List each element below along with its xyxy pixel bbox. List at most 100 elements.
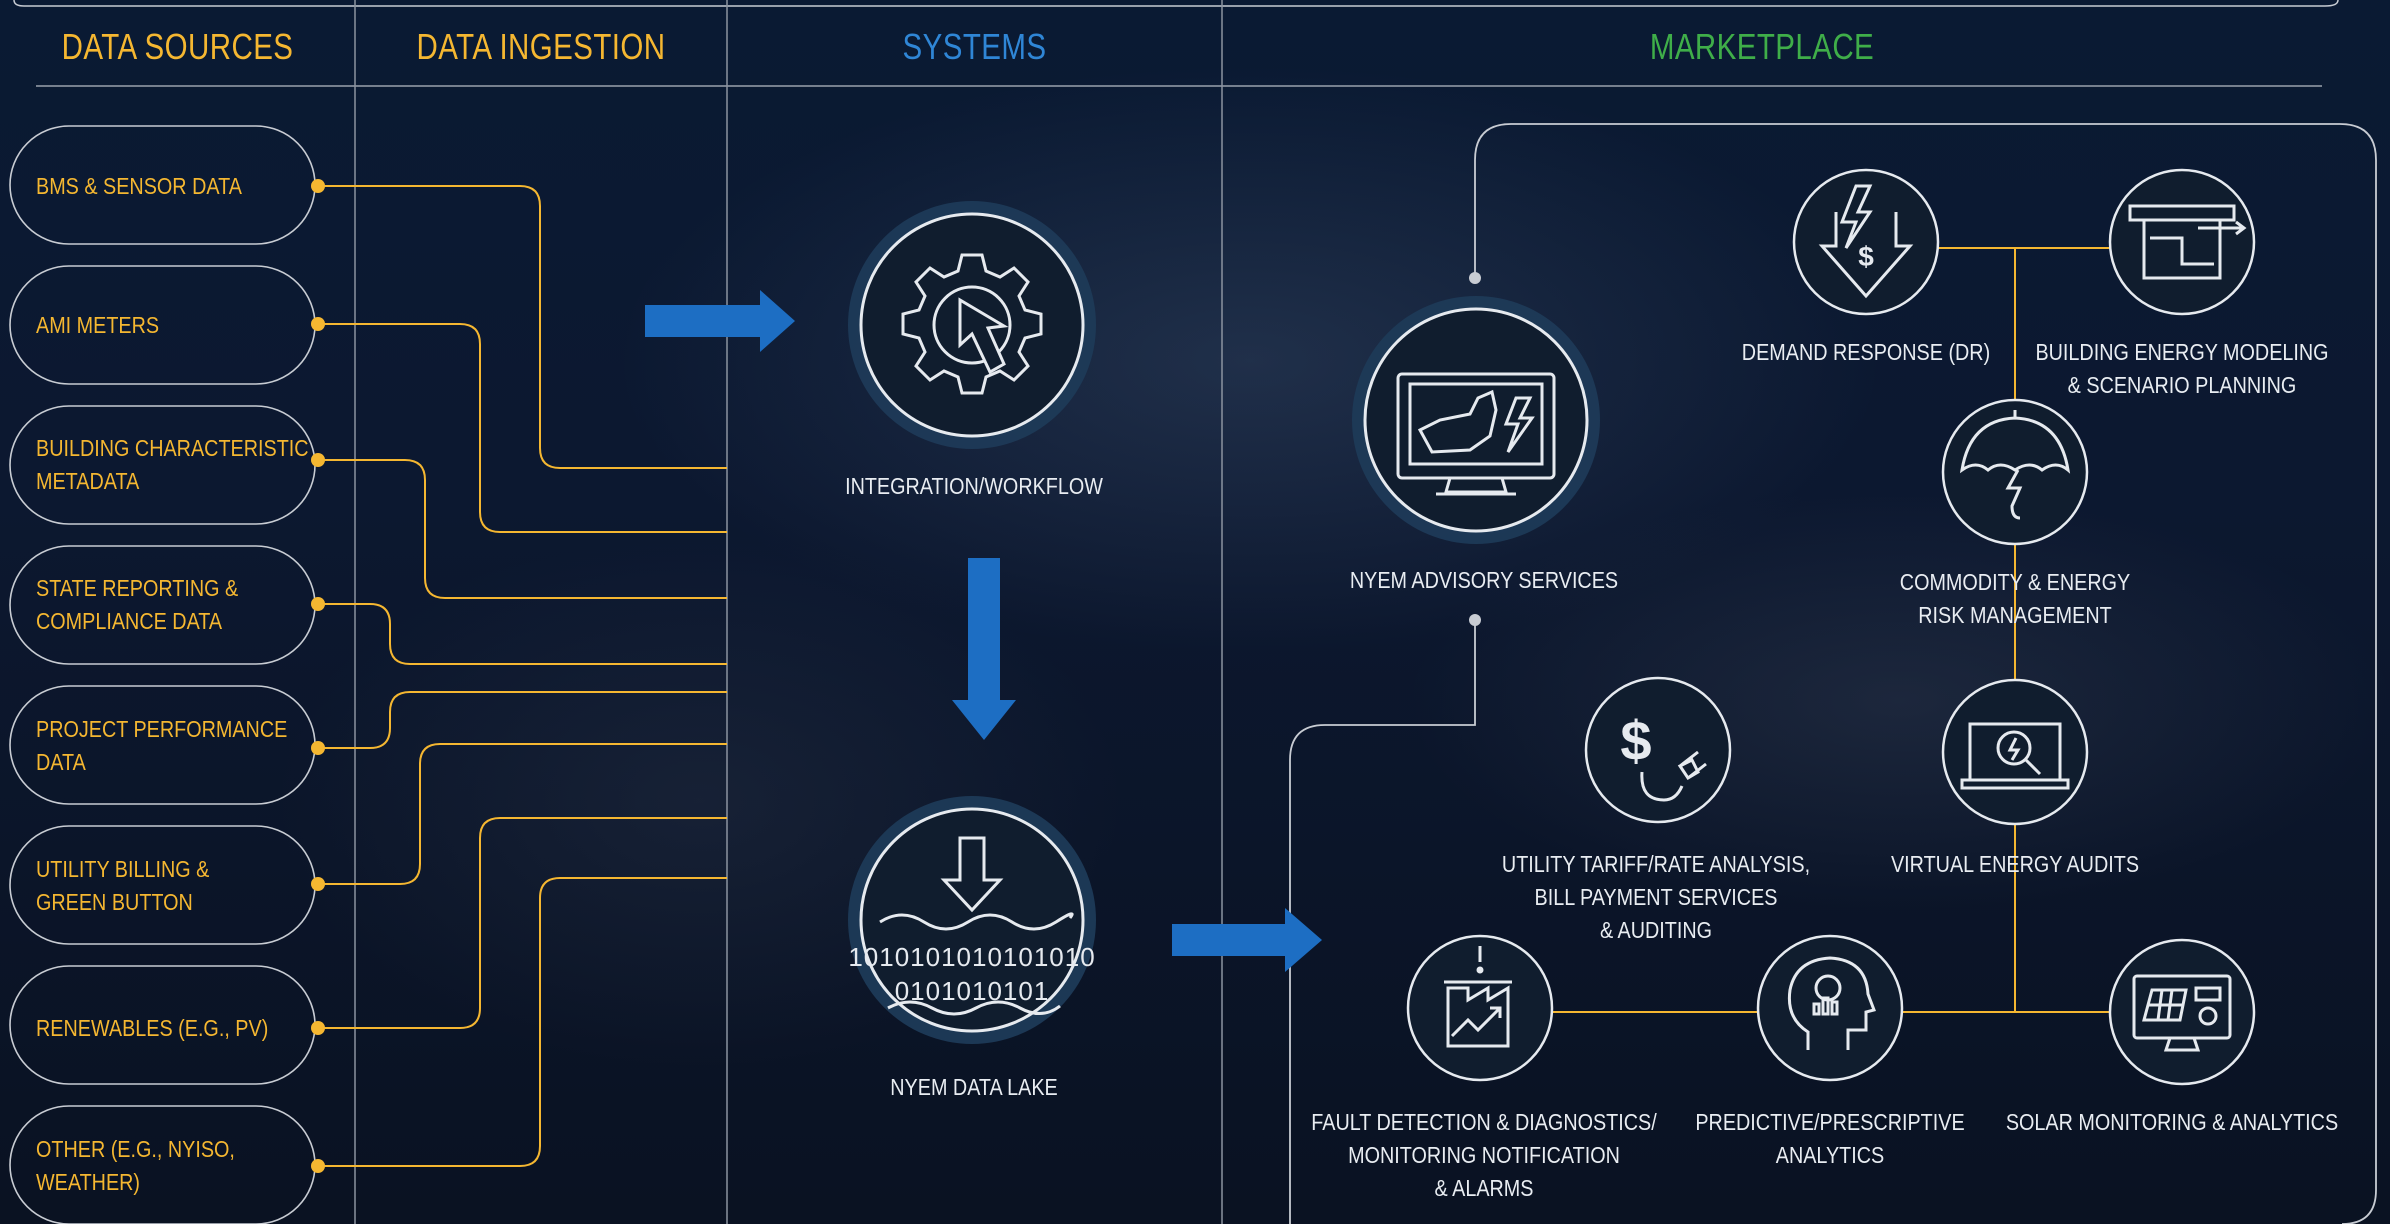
energy-modeling-node[interactable] (2108, 168, 2256, 316)
predictive-label-line: ANALYTICS (1775, 1142, 1885, 1168)
ingestion-line (318, 323, 727, 533)
source-label-line: AMI METERS (36, 312, 160, 338)
building-model-icon (2128, 204, 2247, 280)
connector-dot (311, 877, 325, 891)
commodity-node[interactable] (1941, 398, 2089, 546)
solar-node[interactable] (2108, 938, 2256, 1086)
binary-line: 0101010101 (895, 976, 1050, 1006)
connector-dot (1469, 272, 1481, 284)
source-label-line: STATE REPORTING & (36, 575, 239, 601)
connector-dot (1469, 614, 1481, 626)
fault-label: FAULT DETECTION & DIAGNOSTICS/ MONITORIN… (1311, 1106, 1656, 1205)
virtual-audits-label: VIRTUAL ENERGY AUDITS (1890, 851, 2140, 877)
ingestion-line (318, 459, 727, 599)
solar-label: SOLAR MONITORING & ANALYTICS (2005, 1109, 2339, 1135)
source-label-utility: UTILITY BILLING & GREEN BUTTON (36, 853, 209, 919)
ingestion-line (318, 877, 727, 1167)
source-label-line: METADATA (36, 468, 140, 494)
ingestion-line (318, 817, 727, 1029)
source-label-line: GREEN BUTTON (36, 889, 193, 915)
energy-modeling-label-line: & SCENARIO PLANNING (2067, 372, 2297, 398)
data-lake-label: NYEM DATA LAKE (890, 1074, 1058, 1100)
advisory-node[interactable] (1352, 296, 1600, 544)
connector-dot (311, 597, 325, 611)
source-label-other: OTHER (E.G., NYISO, WEATHER) (36, 1133, 235, 1199)
ingestion-line (318, 691, 727, 749)
head-chart-icon (1787, 956, 1876, 1050)
energy-modeling-label: BUILDING ENERGY MODELING & SCENARIO PLAN… (2035, 336, 2328, 402)
integration-label: INTEGRATION/WORKFLOW (845, 473, 1103, 499)
predictive-label: PREDICTIVE/PRESCRIPTIVE ANALYTICS (1695, 1106, 1964, 1172)
demand-response-label: DEMAND RESPONSE (DR) (1741, 339, 1991, 365)
lightning-dollar-icon: $ (1818, 184, 1914, 299)
fault-label-line: MONITORING NOTIFICATION (1348, 1142, 1620, 1168)
tariff-label: UTILITY TARIFF/RATE ANALYSIS, BILL PAYME… (1502, 848, 1810, 947)
ingestion-lines (318, 185, 727, 1167)
source-label-line: COMPLIANCE DATA (36, 608, 223, 634)
tariff-node[interactable]: $ (1584, 676, 1732, 824)
predictive-label-line: PREDICTIVE/PRESCRIPTIVE (1695, 1109, 1965, 1135)
monitor-new-york-icon (1396, 372, 1556, 496)
source-label-line: BMS & SENSOR DATA (36, 173, 242, 199)
solar-monitor-icon (2132, 974, 2232, 1052)
arrow-right-icon (645, 290, 795, 352)
heading-data-ingestion: DATA INGESTION (416, 26, 666, 67)
marketplace-frame (1474, 123, 2377, 1224)
virtual-audits-node[interactable] (1941, 678, 2089, 826)
advisory-label: NYEM ADVISORY SERVICES (1349, 567, 1619, 593)
connector-dot (311, 1021, 325, 1035)
fault-label-line: FAULT DETECTION & DIAGNOSTICS/ (1311, 1109, 1657, 1135)
source-dots (311, 179, 325, 1173)
predictive-node[interactable] (1756, 934, 1904, 1082)
binary-line: 1010101010101010 (848, 942, 1095, 972)
source-label-line: WEATHER) (36, 1169, 141, 1195)
connector-dot (311, 1159, 325, 1173)
connector-dot (311, 317, 325, 331)
commodity-label-line: COMMODITY & ENERGY (1899, 569, 2131, 595)
source-label-project: PROJECT PERFORMANCE DATA (36, 713, 287, 779)
connector-dot (311, 741, 325, 755)
umbrella-lightning-icon (1959, 410, 2071, 520)
source-label-line: BUILDING CHARACTERISTIC (36, 435, 309, 461)
source-label-state: STATE REPORTING & COMPLIANCE DATA (36, 572, 238, 638)
laptop-magnifier-icon (1960, 722, 2070, 790)
factory-alert-icon (1444, 946, 1512, 1048)
tariff-label-line: & AUDITING (1599, 917, 1713, 943)
source-label-line: OTHER (E.G., NYISO, (36, 1136, 235, 1162)
source-label-line: DATA (36, 749, 86, 775)
svg-text:$: $ (1620, 709, 1651, 772)
heading-data-sources: DATA SOURCES (61, 26, 294, 67)
ingestion-line (318, 603, 727, 665)
energy-modeling-label-line: BUILDING ENERGY MODELING (2035, 339, 2329, 365)
tariff-label-line: UTILITY TARIFF/RATE ANALYSIS, (1501, 851, 1811, 877)
demand-response-node[interactable]: $ (1792, 168, 1940, 316)
source-label-line: UTILITY BILLING & (36, 856, 210, 882)
source-label-ami: AMI METERS (36, 309, 159, 342)
connector-dot (311, 453, 325, 467)
flow-arrows (645, 290, 1322, 972)
ingestion-line (318, 743, 727, 885)
fault-node[interactable] (1406, 934, 1554, 1082)
source-label-renewables: RENEWABLES (E.G., PV) (36, 1012, 268, 1045)
marketplace-frame (1289, 620, 1476, 1224)
top-frame (13, 0, 2339, 7)
source-pills (9, 125, 316, 1224)
dollar-plug-icon: $ (1620, 709, 1707, 802)
data-lake-node[interactable]: 1010101010101010 0101010101 (848, 796, 1096, 1044)
source-label-bms: BMS & SENSOR DATA (36, 170, 242, 203)
svg-text:$: $ (1858, 241, 1874, 272)
fault-label-line: & ALARMS (1434, 1175, 1534, 1201)
source-label-line: PROJECT PERFORMANCE (36, 716, 288, 742)
connector-dot (311, 179, 325, 193)
source-label-line: RENEWABLES (E.G., PV) (36, 1015, 269, 1041)
heading-marketplace: MARKETPLACE (1649, 26, 1875, 67)
gear-cursor-icon (901, 253, 1043, 395)
commodity-label-line: RISK MANAGEMENT (1918, 602, 2112, 628)
ingestion-line (318, 185, 727, 469)
commodity-label: COMMODITY & ENERGY RISK MANAGEMENT (1900, 566, 2130, 632)
arrow-down-icon (952, 558, 1016, 740)
arrow-right-icon (1172, 908, 1322, 972)
integration-node[interactable] (848, 201, 1096, 449)
